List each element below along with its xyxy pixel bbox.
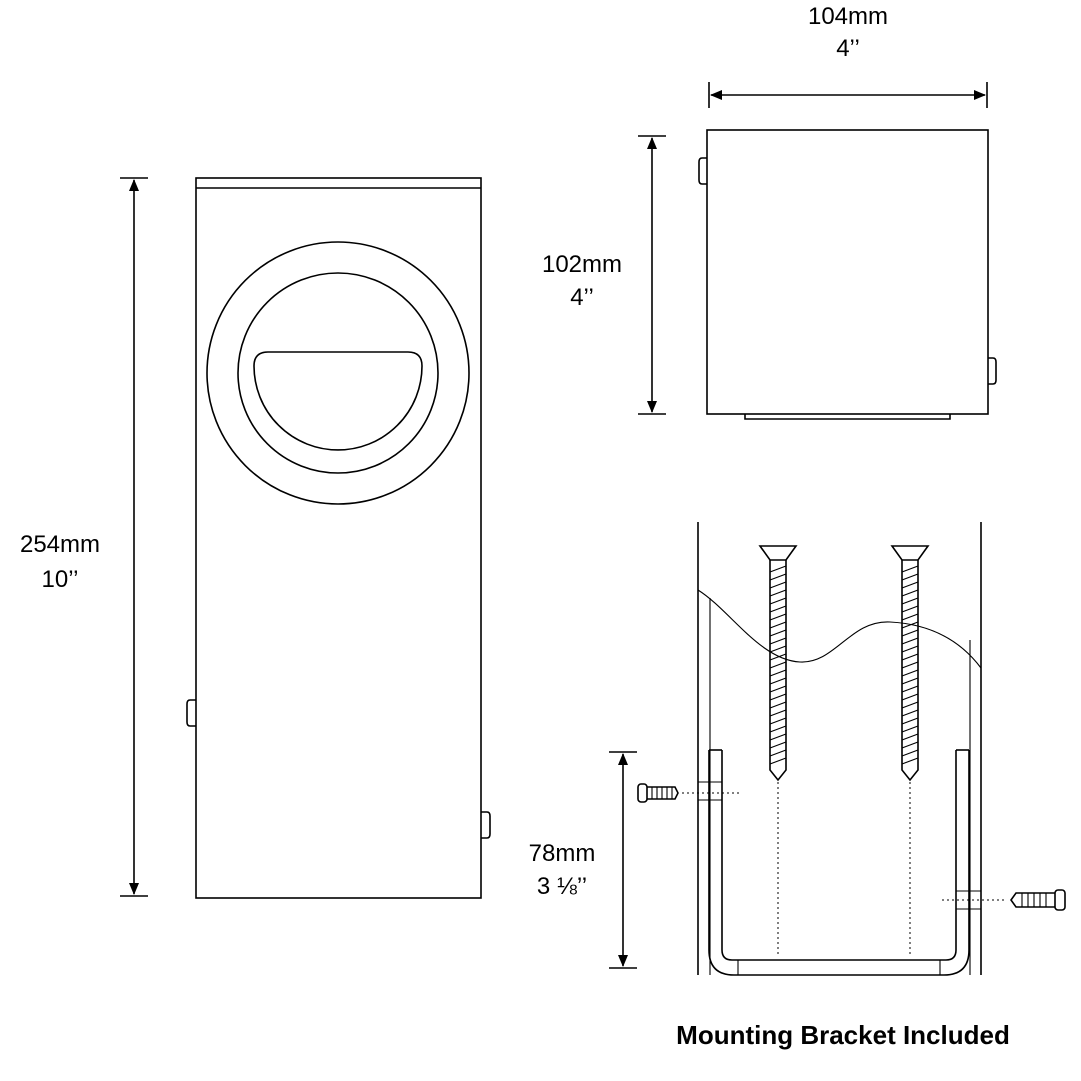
front-light-window: [253, 351, 423, 451]
depth-mm-label: 102mm: [542, 251, 622, 278]
front-outer-ring: [206, 241, 470, 505]
depth-in-label: 4’’: [570, 284, 594, 311]
top-body-outline: [706, 129, 989, 415]
wood-screw-right: [890, 545, 930, 782]
width-dimension: 104mm 4’’: [708, 3, 988, 108]
u-bracket-outer: [708, 750, 970, 976]
wood-screw-left: [758, 545, 798, 782]
set-screw-right: [942, 889, 1066, 911]
cutaway-edge: [697, 589, 982, 669]
bracket-dimension: 78mm 3 ⅛’’: [529, 751, 637, 969]
top-side-nub-left: [698, 157, 707, 185]
top-side-nub-right: [988, 357, 997, 385]
depth-dimension: 102mm 4’’: [542, 135, 666, 415]
bracket-mm-label: 78mm: [529, 840, 596, 867]
caption-text: Mounting Bracket Included: [676, 1020, 1010, 1050]
top-view: [698, 129, 997, 420]
height-dimension: 254mm 10’’: [20, 177, 148, 897]
height-in-label: 10’’: [42, 566, 79, 593]
top-base-lip: [744, 414, 951, 420]
front-body-outline: [195, 177, 482, 899]
u-bracket-inner: [721, 750, 957, 961]
front-view: [186, 177, 491, 899]
front-side-nub-left: [186, 699, 196, 727]
front-inner-ring: [237, 272, 439, 474]
front-side-nub-right: [481, 811, 491, 839]
width-in-label: 4’’: [836, 35, 860, 62]
bracket-cutaway-view: [637, 522, 1066, 976]
set-screw-left: [637, 781, 740, 803]
width-mm-label: 104mm: [808, 3, 888, 30]
height-mm-label: 254mm: [20, 531, 100, 558]
bracket-in-label: 3 ⅛’’: [537, 873, 587, 900]
